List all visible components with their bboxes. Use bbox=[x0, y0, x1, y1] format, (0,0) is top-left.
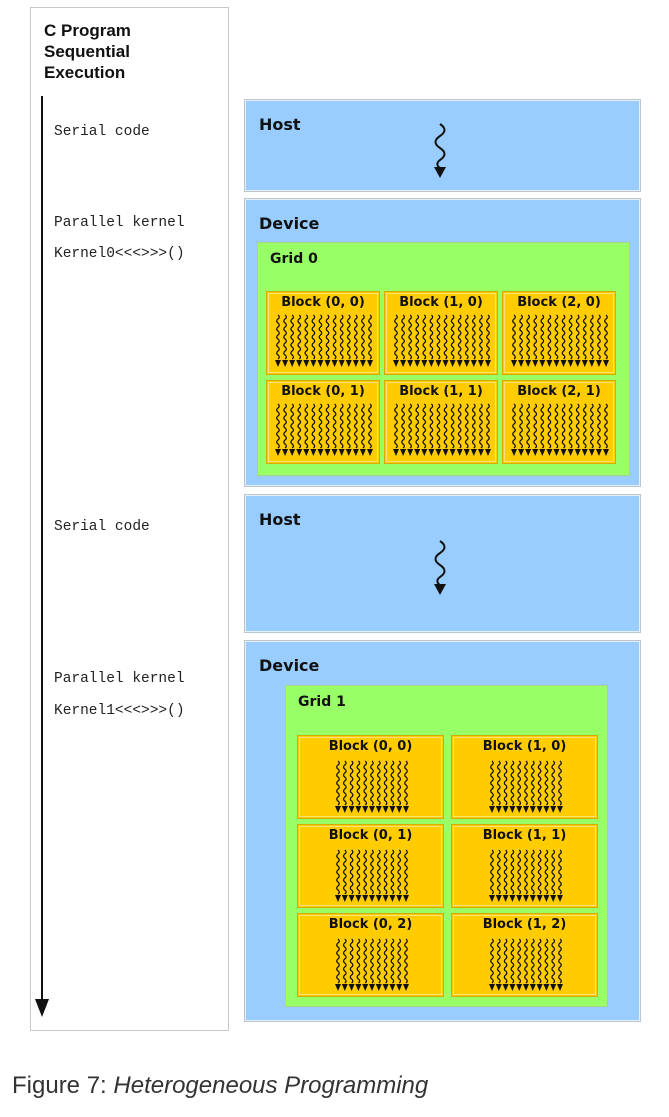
thread-cluster bbox=[488, 938, 564, 997]
timeline-line bbox=[41, 96, 43, 1002]
block-label: Block (0, 2) bbox=[328, 917, 413, 932]
wavy-thread-arrows-icon bbox=[488, 760, 563, 813]
thread-block: Block (1, 2) bbox=[451, 913, 598, 997]
thread-cluster bbox=[334, 760, 410, 819]
thread-block: Block (1, 0) bbox=[384, 291, 498, 375]
thread-block: Block (0, 0) bbox=[266, 291, 380, 375]
wavy-thread-arrows-icon bbox=[334, 760, 409, 813]
parallel-kernel-label: Parallel kernel bbox=[54, 215, 185, 231]
grid-0: Grid 0 Block (0, 0) Block (1, 0) Block (2,… bbox=[257, 242, 630, 476]
program-column bbox=[30, 7, 229, 1031]
program-title-line: Sequential bbox=[44, 42, 130, 61]
thread-cluster bbox=[488, 849, 564, 908]
block-label: Block (1, 1) bbox=[482, 828, 567, 843]
wavy-thread-arrows-icon bbox=[393, 314, 491, 367]
thread-block: Block (1, 0) bbox=[451, 735, 598, 819]
device-panel: Device Grid 1 Block (0, 0) Block (1, 0) Bl… bbox=[244, 640, 641, 1022]
block-label: Block (0, 1) bbox=[328, 828, 413, 843]
figure-caption: Figure 7: Heterogeneous Programming bbox=[12, 1072, 428, 1100]
wavy-down-arrow-icon bbox=[434, 540, 446, 595]
caption-title: Heterogeneous Programming bbox=[113, 1072, 429, 1099]
parallel-kernel-label: Parallel kernel bbox=[54, 671, 185, 687]
thread-block: Block (2, 0) bbox=[502, 291, 616, 375]
thread-block: Block (1, 1) bbox=[384, 380, 498, 464]
thread-cluster bbox=[510, 403, 610, 462]
wavy-thread-arrows-icon bbox=[488, 938, 563, 991]
thread-block: Block (0, 0) bbox=[297, 735, 444, 819]
wavy-down-arrow-icon bbox=[434, 123, 446, 178]
caption-prefix: Figure 7: bbox=[12, 1072, 114, 1099]
block-label: Block (2, 1) bbox=[517, 384, 601, 399]
block-label: Block (1, 2) bbox=[482, 917, 567, 932]
grid-1: Grid 1 Block (0, 0) Block (1, 0) Block (0,… bbox=[285, 685, 608, 1007]
program-title-line: Execution bbox=[44, 63, 126, 82]
device-title: Device bbox=[259, 656, 320, 675]
wavy-thread-arrows-icon bbox=[334, 849, 409, 902]
grid-title: Grid 0 bbox=[270, 251, 318, 267]
thread-cluster bbox=[510, 314, 610, 373]
thread-block: Block (1, 1) bbox=[451, 824, 598, 908]
thread-cluster bbox=[334, 849, 410, 908]
thread-cluster bbox=[392, 314, 492, 373]
wavy-thread-arrows-icon bbox=[275, 314, 373, 367]
thread-cluster bbox=[488, 760, 564, 819]
wavy-thread-arrows-icon bbox=[275, 403, 373, 456]
block-label: Block (1, 0) bbox=[399, 295, 483, 310]
device-panel: Device Grid 0 Block (0, 0) Block (1, 0) Bl… bbox=[244, 198, 641, 487]
block-label: Block (1, 0) bbox=[482, 739, 567, 754]
wavy-thread-arrows-icon bbox=[334, 938, 409, 991]
serial-code-label: Serial code bbox=[54, 519, 150, 535]
grid-title: Grid 1 bbox=[298, 694, 346, 710]
block-label: Block (1, 1) bbox=[399, 384, 483, 399]
wavy-thread-arrows-icon bbox=[393, 403, 491, 456]
thread-cluster bbox=[274, 403, 374, 462]
thread-cluster bbox=[392, 403, 492, 462]
thread-block: Block (0, 1) bbox=[297, 824, 444, 908]
program-title-line: C Program bbox=[44, 21, 131, 40]
thread-block: Block (0, 1) bbox=[266, 380, 380, 464]
thread-cluster bbox=[274, 314, 374, 373]
wavy-thread-arrows-icon bbox=[511, 403, 609, 456]
thread-block: Block (0, 2) bbox=[297, 913, 444, 997]
block-label: Block (0, 0) bbox=[281, 295, 365, 310]
host-title: Host bbox=[259, 115, 301, 134]
host-title: Host bbox=[259, 510, 301, 529]
program-title: C Program Sequential Execution bbox=[44, 20, 224, 83]
host-panel: Host bbox=[244, 99, 641, 192]
thread-block: Block (2, 1) bbox=[502, 380, 616, 464]
block-label: Block (0, 0) bbox=[328, 739, 413, 754]
block-label: Block (0, 1) bbox=[281, 384, 365, 399]
timeline-arrowhead-icon bbox=[35, 999, 49, 1017]
kernel-call-label: Kernel1<<<>>>() bbox=[54, 703, 185, 719]
wavy-thread-arrows-icon bbox=[488, 849, 563, 902]
wavy-thread-arrows-icon bbox=[511, 314, 609, 367]
device-title: Device bbox=[259, 214, 320, 233]
thread-cluster bbox=[334, 938, 410, 997]
host-panel: Host bbox=[244, 494, 641, 633]
block-label: Block (2, 0) bbox=[517, 295, 601, 310]
kernel-call-label: Kernel0<<<>>>() bbox=[54, 246, 185, 262]
serial-code-label: Serial code bbox=[54, 124, 150, 140]
